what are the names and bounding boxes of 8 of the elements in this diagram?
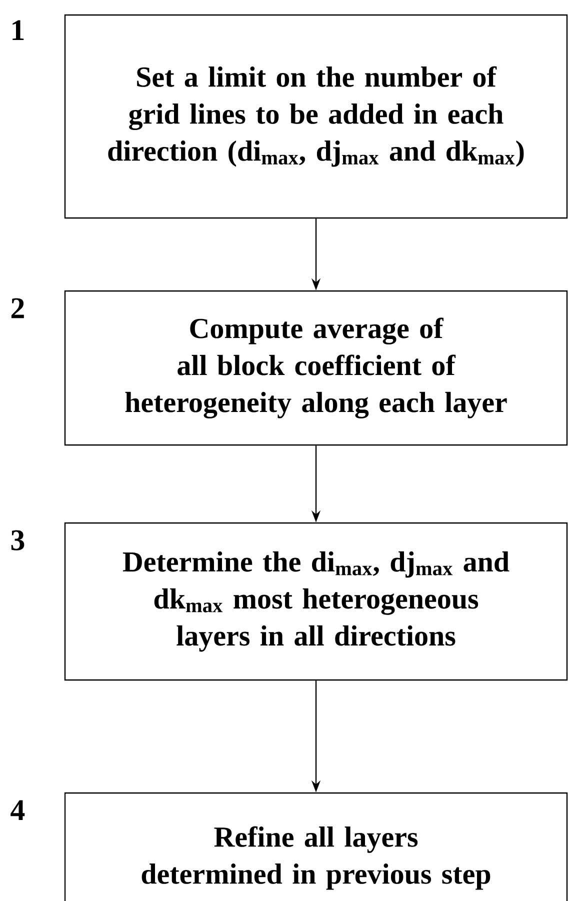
process-box: Determine the di$_{max}$, dj$_{max}$ and dk$_{max}$ most heterogeneous layers in all directions (64, 522, 568, 681)
step-number: 1 (12, 20, 24, 40)
process-box: Compute average of all block coefficient of heterogeneity along each layer (64, 290, 568, 446)
process-box: Refine all layers determined in previous step (64, 792, 568, 901)
process-box: Set a limit on the number of grid lines to be added in each direction (di$_{max}$, dj$_{max}$ and dk$_{max}$) (64, 14, 568, 219)
step-number: 4 (10, 800, 25, 820)
step-number: 2 (11, 298, 24, 318)
step-number: 3 (11, 530, 24, 550)
